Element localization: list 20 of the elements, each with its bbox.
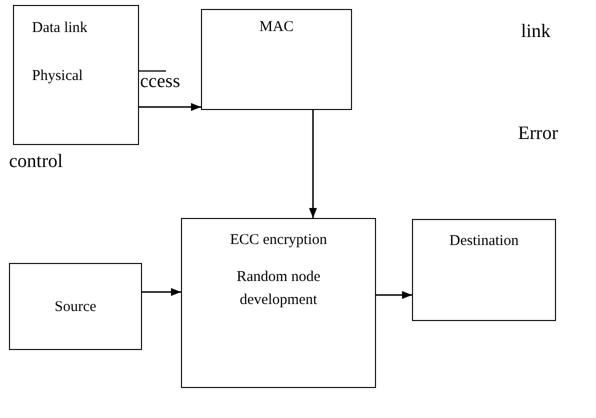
- arrow: [142, 288, 181, 296]
- text-label: Error: [518, 124, 558, 143]
- process-box: [201, 9, 352, 110]
- text-label: control: [9, 152, 63, 171]
- node-text: Data link: [32, 19, 88, 38]
- text-label: ccess: [140, 72, 180, 91]
- node-text: Source: [54, 298, 96, 317]
- node-text: Random node development: [236, 268, 322, 310]
- node-text: MAC: [259, 18, 294, 37]
- text-label: link: [521, 22, 551, 41]
- arrow: [309, 110, 317, 218]
- node-text: ECC encryption: [228, 231, 328, 250]
- process-box: [13, 5, 139, 145]
- process-box: [181, 218, 376, 388]
- arrow: [376, 291, 412, 299]
- process-box: [9, 263, 142, 350]
- node-text: Physical: [32, 67, 84, 86]
- node-text: Destination: [449, 232, 519, 251]
- arrow: [139, 103, 201, 111]
- process-box: [412, 219, 556, 321]
